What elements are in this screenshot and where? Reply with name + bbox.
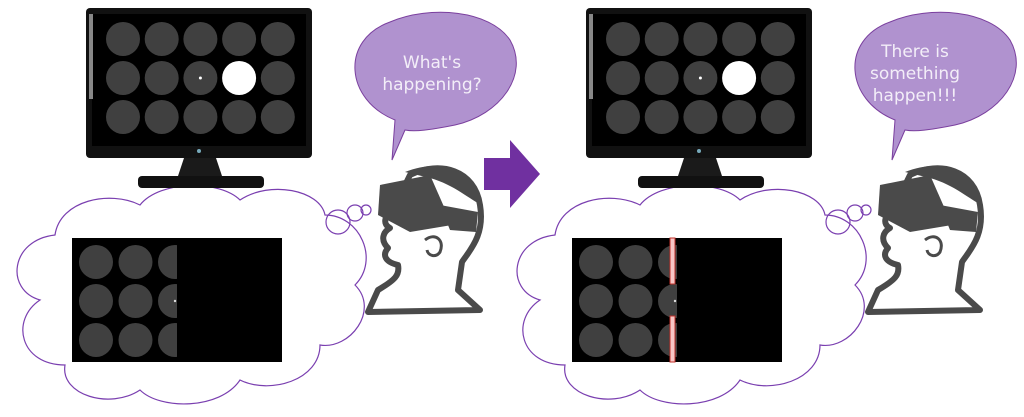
monitor-base [638, 176, 764, 188]
stimulus-circle [222, 22, 257, 56]
stimulus-circle [79, 323, 113, 357]
stimulus-circle [260, 100, 295, 134]
stimulus-circle [644, 22, 679, 56]
stimulus-circle [760, 61, 795, 95]
monitor-glare [589, 14, 593, 99]
monitor-logo [197, 149, 201, 153]
stimulus-circle [106, 61, 140, 95]
stimulus-circle [683, 100, 718, 134]
fixation-dot [698, 76, 702, 80]
speech-line: There is [881, 42, 949, 62]
stimulus-circle [106, 22, 140, 56]
thought-bubble [325, 209, 351, 235]
stimulus-circle [683, 22, 718, 56]
stimulus-circle [183, 100, 218, 134]
monitor-neck [678, 155, 722, 176]
monitor-glare [89, 14, 93, 99]
speech-text-left: What's happening? [357, 52, 507, 96]
stimulus-circle [579, 284, 613, 318]
stimulus-circle [79, 245, 113, 279]
panel-2 [516, 8, 1017, 405]
stimulus-circle [183, 22, 218, 56]
right-arrow [484, 140, 540, 208]
speech-line: something [869, 64, 960, 84]
monitor-logo [697, 149, 701, 153]
boundary-marker [669, 315, 676, 363]
headset-strap [440, 205, 478, 232]
speech-bubble [854, 11, 1017, 161]
stimulus-circle [106, 100, 140, 134]
thought-bubble [860, 204, 872, 216]
stimulus-circle [260, 22, 295, 56]
stimulus-circle [606, 100, 640, 134]
stimulus-circle [618, 245, 653, 279]
stimulus-circle [644, 100, 679, 134]
stimulus-circle [722, 22, 757, 56]
stimulus-circle [579, 245, 613, 279]
stimulus-circle [658, 284, 677, 318]
stimulus-circle [760, 22, 795, 56]
thought-bubble [846, 204, 864, 222]
speech-bubble [354, 11, 517, 161]
stimulus-circle [144, 100, 179, 134]
panel-1 [16, 8, 517, 405]
highlighted-circle [722, 61, 757, 95]
ear [424, 235, 443, 258]
stimulus-circle [618, 323, 653, 357]
stimulus-circle [118, 284, 153, 318]
stimulus-circle [144, 61, 179, 95]
imagined-grid [79, 245, 177, 357]
stimulus-circle [722, 100, 757, 134]
stimulus-circle [606, 61, 640, 95]
headset-strap [940, 205, 978, 232]
vr-headset [878, 175, 952, 232]
boundary-marker [669, 237, 676, 285]
speech-line: What's [402, 53, 462, 73]
stimulus-circle [618, 284, 653, 318]
stimulus-circle [118, 323, 153, 357]
vr-head-icon [365, 165, 484, 315]
stimulus-circle [260, 61, 295, 95]
hair [405, 165, 482, 205]
hair [905, 165, 982, 205]
speech-text-right: There is something happen!!! [840, 41, 990, 107]
stimulus-circle [158, 245, 177, 279]
thought-bubble [360, 204, 372, 216]
stimulus-circle [760, 100, 795, 134]
fixation-dot [173, 299, 177, 303]
fixation-dot [673, 299, 677, 303]
vr-head-icon [865, 165, 984, 315]
stimulus-circle [118, 245, 153, 279]
stimulus-circle [158, 323, 177, 357]
stimulus-circle [79, 284, 113, 318]
monitor-neck [178, 155, 222, 176]
stimulus-circle [579, 323, 613, 357]
speech-line: happen!!! [872, 86, 958, 106]
fixation-dot [198, 76, 202, 80]
monitor-base [138, 176, 264, 188]
stimulus-circle [144, 22, 179, 56]
thought-bubble [346, 204, 364, 222]
speech-line: happening? [382, 75, 482, 95]
stimulus-circle [644, 61, 679, 95]
stimulus-circle [606, 22, 640, 56]
stimulus-circle [158, 284, 177, 318]
thought-bubble [825, 209, 851, 235]
vr-headset [378, 175, 452, 232]
stimulus-circle [222, 100, 257, 134]
ear [924, 235, 943, 258]
highlighted-circle [222, 61, 257, 95]
